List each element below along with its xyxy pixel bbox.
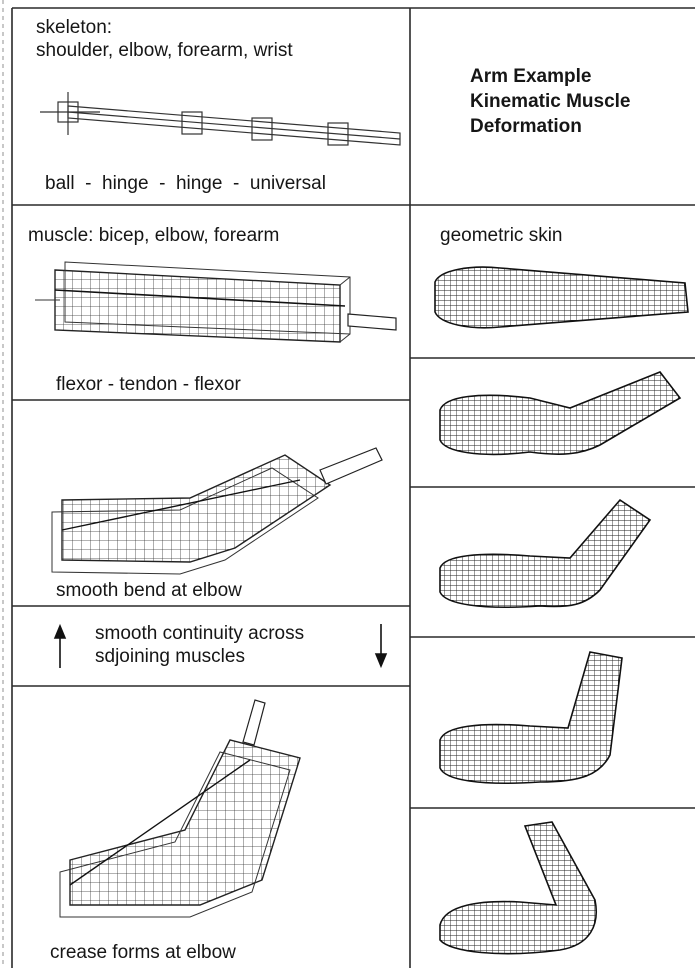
skin-label: geometric skin — [440, 224, 563, 247]
muscle-parts: flexor - tendon - flexor — [56, 373, 241, 396]
bend-caption: smooth bend at elbow — [56, 579, 242, 602]
continuity-line1: smooth continuity across — [95, 622, 304, 645]
skin-mesh-bend-3 — [440, 652, 622, 783]
skeleton-label-line2: shoulder, elbow, forearm, wrist — [36, 39, 293, 62]
continuity-line2: sdjoining muscles — [95, 645, 304, 668]
page-title: Arm Example Kinematic Muscle Deformation — [470, 64, 631, 139]
skin-mesh-straight — [435, 267, 688, 328]
skeleton-label-line1: skeleton: — [36, 16, 293, 39]
down-arrow — [376, 624, 386, 666]
muscle-label: muscle: bicep, elbow, forearm — [28, 224, 279, 247]
skin-mesh-bend-4 — [440, 822, 596, 954]
skeleton-wireframe — [40, 92, 400, 145]
title-line2: Kinematic Muscle — [470, 89, 631, 114]
muscle-wireframe-bent — [52, 448, 382, 574]
skeleton-label: skeleton: shoulder, elbow, forearm, wris… — [36, 16, 293, 62]
up-arrow — [55, 626, 65, 668]
continuity-label: smooth continuity across sdjoining muscl… — [95, 622, 304, 668]
joint-types: ball - hinge - hinge - universal — [45, 172, 326, 195]
crease-wireframe — [60, 700, 300, 917]
title-line3: Deformation — [470, 114, 631, 139]
skin-mesh-bend-1 — [440, 372, 680, 454]
title-line1: Arm Example — [470, 64, 631, 89]
crease-caption: crease forms at elbow — [50, 941, 236, 964]
skin-mesh-bend-2 — [440, 500, 650, 607]
muscle-wireframe-straight — [35, 262, 396, 342]
table-frame — [12, 8, 695, 968]
